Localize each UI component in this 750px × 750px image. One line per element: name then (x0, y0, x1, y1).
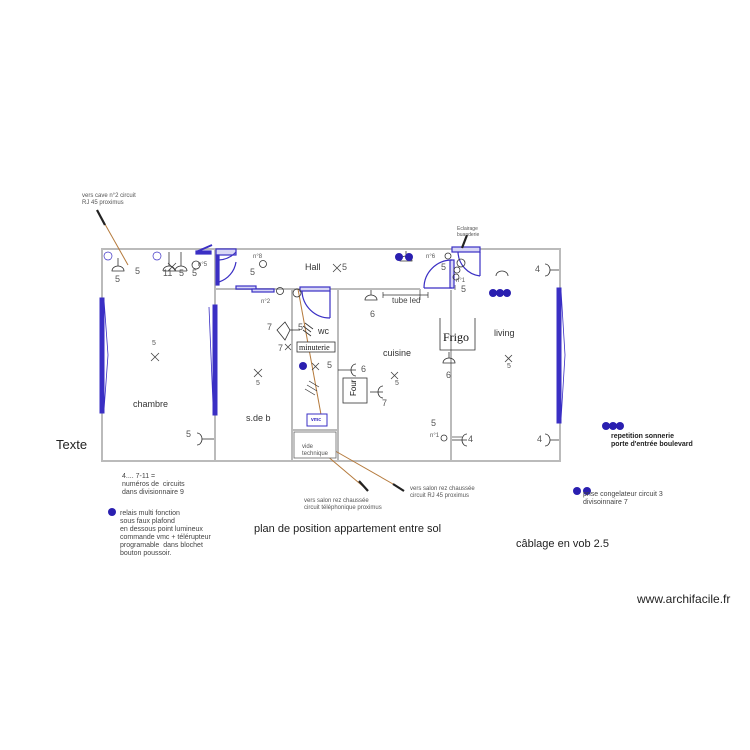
fan-icon (276, 321, 314, 341)
doors (195, 244, 481, 319)
switch-tag: n°2 (261, 299, 271, 305)
circuit-number: 5 (186, 429, 192, 439)
switch-tag: n°6 (426, 254, 436, 260)
vide-technique-label: vide technique (302, 444, 329, 457)
cables (96, 209, 401, 489)
vide-technique-box (293, 431, 337, 459)
cable-arrows (96, 209, 469, 492)
circuit-number: 5 (507, 363, 511, 370)
subtitle: câblage en vob 2.5 (516, 538, 609, 550)
annotation-circuits-legend: 4.... 7-11 = numéros de circuits dans di… (122, 473, 185, 496)
frigo-label: Frigo (443, 330, 470, 344)
circuit-number: 5 (342, 262, 348, 272)
circuit-number: 7 (278, 343, 284, 353)
room-label-living: living (494, 328, 515, 338)
annotation-congelateur: prise congelateur circuit 3 divisoinnair… (583, 491, 663, 506)
room-label-hall: Hall (305, 262, 321, 272)
switch-tag: n°8 (253, 254, 263, 260)
four-box (342, 377, 368, 404)
circuit-number: 7 (267, 322, 273, 332)
frigo-box (439, 318, 476, 351)
room-label-chambre: chambre (133, 399, 169, 409)
tube-led-label: tube led (392, 296, 421, 305)
circuit-number: 6 (446, 370, 452, 380)
four-label: Four (349, 379, 358, 396)
minuterie-box (296, 341, 336, 353)
annotation-repetition: repetition sonnerie porte d'entrée boule… (611, 433, 693, 448)
circuit-number: 5 (250, 267, 256, 277)
annotation-cave: vers cave n°2 circuit RJ 45 proximus (82, 193, 136, 206)
circuit-number: 5 (431, 418, 437, 428)
page-title: plan de position appartement entre sol (254, 523, 442, 535)
room-label-cuisine: cuisine (383, 348, 412, 358)
circuit-number: 5 (115, 274, 121, 284)
minuterie-label: minuterie (299, 343, 330, 352)
circuit-number: 4 (537, 434, 543, 444)
circuit-number: 11 (163, 268, 173, 278)
circuit-number: 5 (152, 340, 156, 347)
circuit-number: 5 (298, 322, 304, 332)
room-label-sdb: s.de b (246, 413, 271, 423)
floating-text: Texte (56, 437, 88, 452)
circuit-number: 5 (395, 380, 399, 387)
circuit-number: 6 (370, 309, 376, 319)
tv-markers (103, 251, 162, 261)
switch-tag: n°5 (198, 262, 208, 268)
watermark: www.archifacile.fr (637, 592, 731, 606)
circuit-number: 5 (327, 360, 333, 370)
windows (99, 287, 566, 424)
circuit-number: 5 (179, 268, 185, 278)
annotation-salon-tel: vers salon rez chaussée circuit téléphon… (304, 498, 382, 511)
circuit-number: 5 (192, 268, 198, 278)
circuit-number: 5 (461, 284, 467, 294)
hatch (304, 380, 320, 396)
walls (101, 248, 561, 462)
circuit-number: 4 (468, 434, 474, 444)
outlets (111, 251, 559, 447)
circuit-number: 5 (256, 380, 260, 387)
vmc-box (306, 413, 328, 427)
circuit-number: 5 (135, 266, 141, 276)
switch-tag: n°1 (456, 278, 466, 284)
circuit-number: 6 (361, 364, 367, 374)
switches (191, 252, 466, 442)
circuit-number: 4 (535, 264, 541, 274)
annotation-relais: relais multi fonction sous faux plafond … (120, 510, 211, 557)
annotation-salon-rj45: vers salon rez chaussée circuit RJ 45 pr… (410, 486, 475, 499)
annotation-eclairage: Eclairage buanderie (457, 226, 480, 238)
relay-dots (108, 253, 624, 516)
light-points (150, 262, 513, 380)
vmc-label: vmc (311, 417, 322, 423)
room-label-wc: wc (318, 326, 329, 336)
circuit-number: 7 (382, 398, 388, 408)
switch-tag: n°1 (430, 433, 440, 439)
circuit-number: 5 (441, 262, 447, 272)
